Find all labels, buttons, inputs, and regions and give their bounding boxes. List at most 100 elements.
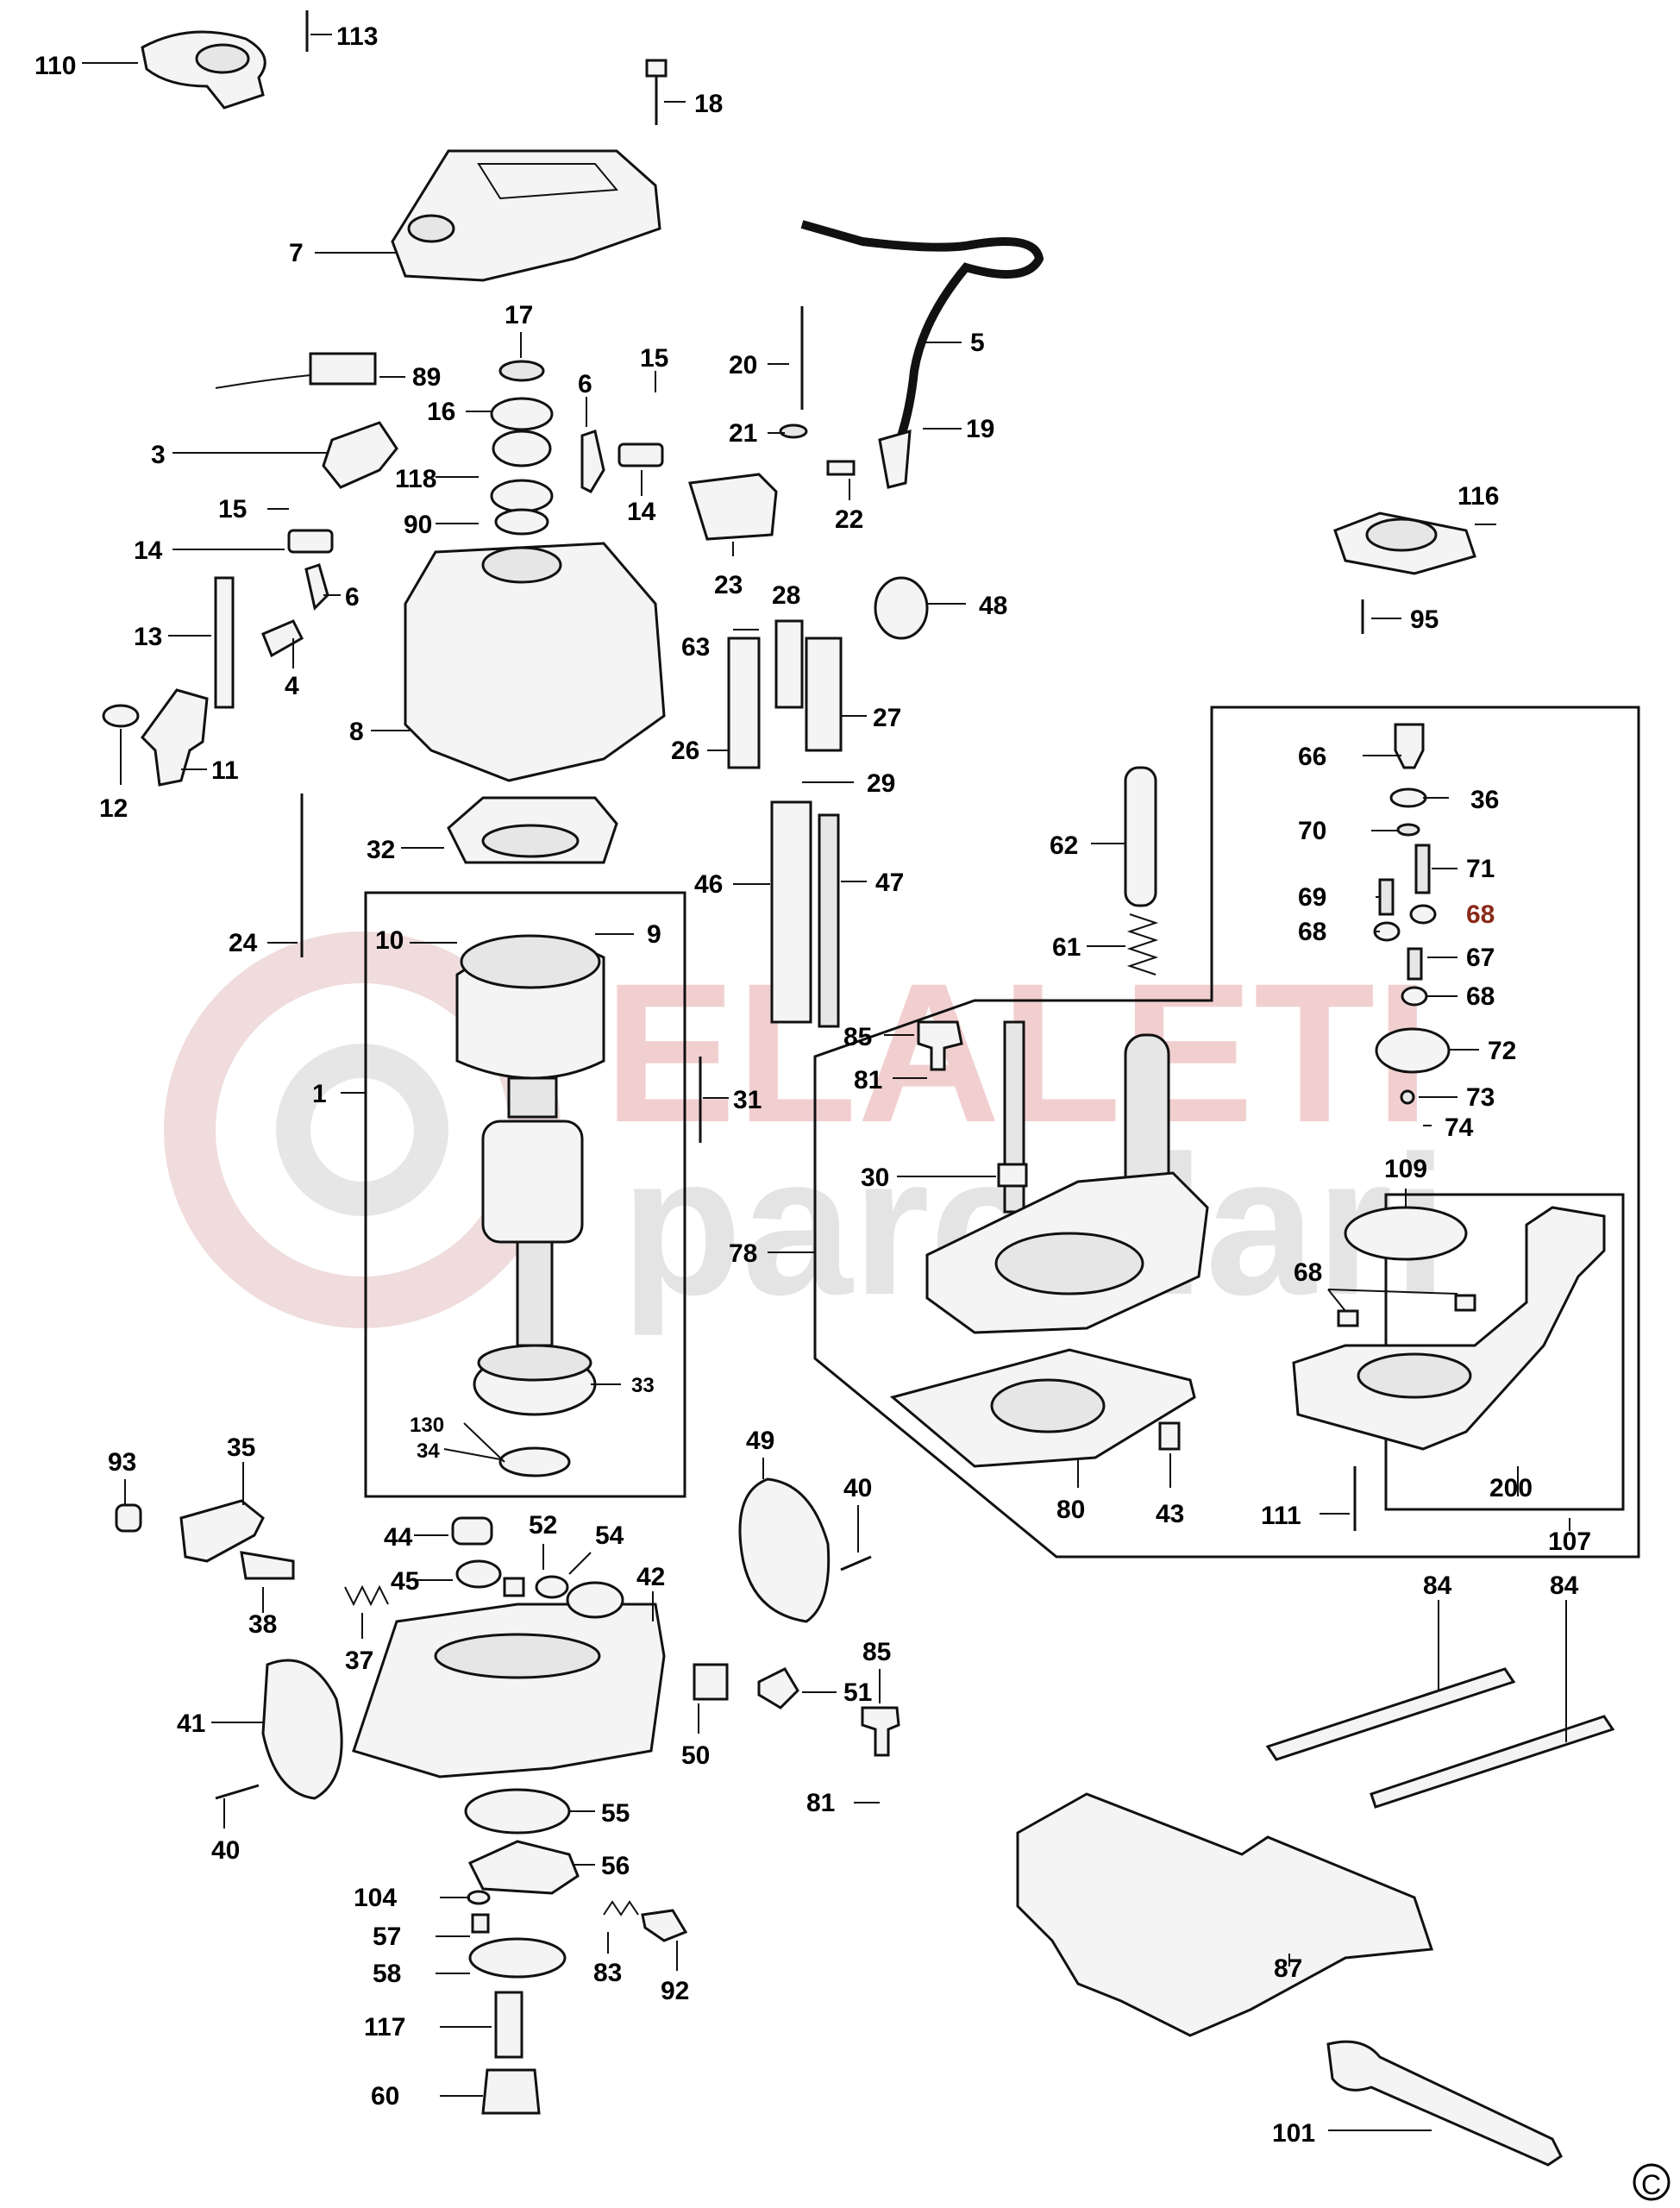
callout-8: 8 xyxy=(349,718,364,746)
callout-130: 130 xyxy=(410,1414,444,1437)
callout-38: 38 xyxy=(248,1610,277,1639)
leader-lines xyxy=(82,34,1570,2131)
callout-56: 56 xyxy=(601,1852,630,1880)
callout-83: 83 xyxy=(593,1959,622,1987)
callout-109: 109 xyxy=(1384,1155,1427,1183)
callout-67: 67 xyxy=(1466,944,1495,972)
callout-93: 93 xyxy=(108,1448,136,1477)
callout-40a: 40 xyxy=(843,1474,872,1502)
armature-group-frame xyxy=(364,891,686,1498)
callout-200: 200 xyxy=(1489,1474,1533,1502)
callout-26: 26 xyxy=(671,737,699,765)
callout-68a: 68 xyxy=(1298,918,1326,946)
callout-69: 69 xyxy=(1298,883,1326,912)
callout-40b: 40 xyxy=(211,1836,240,1865)
callout-54: 54 xyxy=(595,1521,624,1550)
callout-44: 44 xyxy=(384,1523,413,1552)
callout-14: 14 xyxy=(627,498,656,526)
callout-5: 5 xyxy=(970,329,985,357)
copyright-symbol: C xyxy=(1641,2169,1661,2200)
callout-12: 12 xyxy=(99,794,128,823)
callout-71: 71 xyxy=(1466,855,1495,883)
callout-50: 50 xyxy=(681,1741,710,1770)
callout-labels: 110 113 18 7 17 89 16 6 15 20 5 21 19 3 … xyxy=(34,22,1591,2148)
depth-stop-part xyxy=(141,30,266,110)
callout-62: 62 xyxy=(1050,831,1078,860)
callout-55: 55 xyxy=(601,1799,630,1828)
callout-92: 92 xyxy=(661,1977,689,2005)
callout-18: 18 xyxy=(694,90,723,118)
wrench-part xyxy=(1326,2040,1563,2167)
parts xyxy=(102,10,1615,2167)
callout-28: 28 xyxy=(772,581,800,610)
callout-73: 73 xyxy=(1466,1083,1495,1112)
callout-110: 110 xyxy=(34,52,76,80)
callout-45: 45 xyxy=(391,1567,419,1596)
callout-10: 10 xyxy=(375,926,404,955)
callout-15b: 15 xyxy=(218,495,247,524)
callout-72: 72 xyxy=(1488,1037,1516,1065)
callout-20: 20 xyxy=(729,351,757,380)
callout-6b: 6 xyxy=(345,583,360,612)
armature-part xyxy=(481,1120,584,1244)
motor-cover-part xyxy=(391,149,661,282)
callout-90: 90 xyxy=(404,511,432,539)
callout-95: 95 xyxy=(1410,605,1439,634)
callout-47: 47 xyxy=(875,869,904,897)
callout-111: 111 xyxy=(1261,1502,1301,1530)
callout-68d: 68 xyxy=(1294,1258,1322,1287)
callout-60: 60 xyxy=(371,2082,399,2111)
watermark-gear-hub xyxy=(276,1044,448,1216)
callout-31: 31 xyxy=(733,1086,762,1114)
callout-61: 61 xyxy=(1052,933,1081,962)
handle-left-part xyxy=(261,1659,343,1800)
callout-118: 118 xyxy=(395,465,436,493)
callout-84a: 84 xyxy=(1423,1571,1452,1600)
callout-27: 27 xyxy=(873,704,901,732)
callout-48: 48 xyxy=(979,592,1007,620)
callout-30: 30 xyxy=(861,1164,889,1192)
callout-33: 33 xyxy=(631,1374,655,1397)
callout-104: 104 xyxy=(354,1884,397,1912)
callout-32: 32 xyxy=(367,836,395,864)
callout-19: 19 xyxy=(966,415,994,443)
parallel-guide-part xyxy=(1016,1792,1434,2037)
router-base-casting-part xyxy=(352,1603,666,1778)
callout-9: 9 xyxy=(647,920,661,949)
callout-13: 13 xyxy=(134,623,162,651)
callout-41: 41 xyxy=(177,1709,205,1738)
callout-15: 15 xyxy=(640,344,668,373)
callout-70: 70 xyxy=(1298,817,1326,845)
callout-89: 89 xyxy=(412,363,441,392)
callout-52: 52 xyxy=(529,1511,557,1540)
callout-85: 85 xyxy=(843,1023,872,1051)
callout-113: 113 xyxy=(336,22,378,51)
callout-14b: 14 xyxy=(134,536,163,565)
callout-74: 74 xyxy=(1445,1113,1474,1142)
callout-21: 21 xyxy=(729,419,757,448)
callout-35: 35 xyxy=(227,1433,255,1462)
callout-4: 4 xyxy=(285,672,299,700)
callout-7: 7 xyxy=(289,239,304,267)
callout-80: 80 xyxy=(1056,1496,1085,1524)
callout-78: 78 xyxy=(729,1239,757,1268)
callout-81b: 81 xyxy=(806,1789,835,1817)
callout-85b: 85 xyxy=(862,1638,891,1666)
callout-37: 37 xyxy=(345,1647,373,1675)
callout-117: 117 xyxy=(364,2013,405,2042)
callout-58: 58 xyxy=(373,1960,401,1988)
callout-43: 43 xyxy=(1156,1500,1184,1528)
handle-right-part xyxy=(738,1477,831,1623)
callout-42: 42 xyxy=(636,1563,665,1591)
callout-3: 3 xyxy=(151,441,166,469)
callout-68b: 68 xyxy=(1466,900,1495,929)
callout-49: 49 xyxy=(746,1427,774,1455)
callout-6: 6 xyxy=(578,370,592,398)
callout-101: 101 xyxy=(1272,2119,1315,2148)
callout-11: 11 xyxy=(211,756,239,785)
copyright-mark: C xyxy=(1633,2163,1671,2201)
callout-63: 63 xyxy=(681,633,710,662)
callout-116: 116 xyxy=(1457,482,1499,511)
callout-46: 46 xyxy=(694,870,723,899)
